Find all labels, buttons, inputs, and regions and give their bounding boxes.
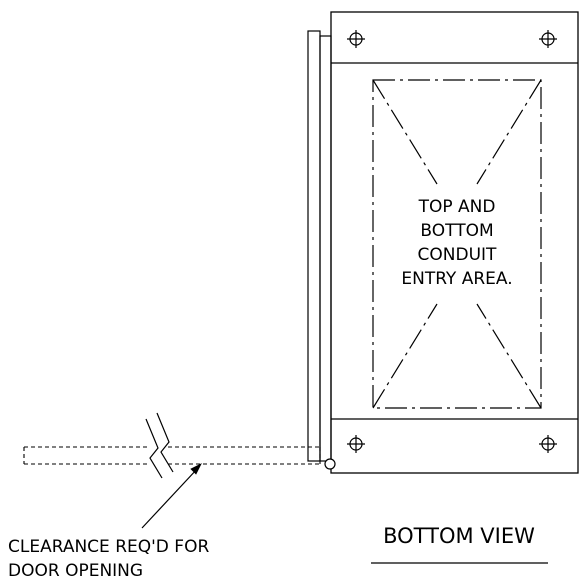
clearance-label-line-1: CLEARANCE REQ'D FOR (8, 537, 209, 557)
mounting-hole-top-left-icon (347, 30, 365, 48)
view-title: BOTTOM VIEW (383, 524, 535, 548)
door-inner-edge (319, 35, 332, 462)
door-outer-edge (307, 30, 321, 462)
conduit-label-line-1: TOP AND (418, 197, 496, 217)
mounting-hole-bottom-right-icon (539, 435, 557, 453)
break-symbol-icon (145, 418, 163, 479)
door-open-clearance (23, 446, 321, 465)
conduit-label-line-3: CONDUIT (418, 245, 498, 265)
mounting-hole-bottom-left-icon (347, 435, 365, 453)
clearance-arrowhead-icon (190, 463, 202, 475)
conduit-label-line-2: BOTTOM (420, 221, 493, 241)
clearance-label-line-2: DOOR OPENING (8, 561, 143, 581)
mounting-hole-top-right-icon (539, 30, 557, 48)
conduit-label-line-4: ENTRY AREA. (401, 269, 512, 289)
break-symbol-second-icon (156, 412, 174, 473)
clearance-leader-line (141, 467, 199, 529)
conduit-entry-area (372, 79, 542, 409)
conduit-area-diagonals (372, 79, 542, 409)
hinge-icon (324, 458, 336, 470)
